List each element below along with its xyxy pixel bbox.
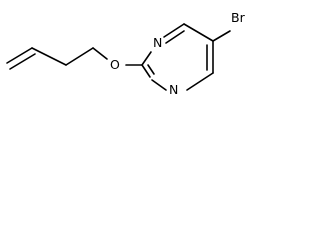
allyl-single-bond-2 — [65, 47, 94, 66]
oxygen-label: O — [110, 57, 120, 72]
carbon-oxygen-bond — [92, 47, 108, 60]
nitrogen-bottom-label: N — [169, 82, 178, 97]
allyl-single-bond-1 — [31, 47, 67, 66]
allyl-terminal-double-bond-outer — [6, 47, 33, 64]
ring-bond-c2-n1 — [141, 51, 152, 66]
nitrogen-top-label: N — [153, 35, 162, 50]
ring-bond-n1-c6-double-outer — [163, 23, 185, 38]
carbon-bromine-bond — [212, 30, 231, 42]
ring-bond-c4-n3 — [186, 72, 214, 91]
ring-bond-n3-lower — [151, 79, 167, 91]
ring-bond-c2-n3-double-outer — [141, 64, 151, 78]
ring-bond-c2-n3-double-inner — [147, 64, 155, 75]
chemical-structure-diagram: N N O Br — [6, 10, 246, 97]
ring-bond-c6-c5 — [183, 23, 214, 42]
bromine-label: Br — [231, 10, 246, 25]
allyl-terminal-double-bond-inner — [9, 53, 36, 70]
ring-bond-n1-c6-double-inner — [165, 30, 185, 44]
